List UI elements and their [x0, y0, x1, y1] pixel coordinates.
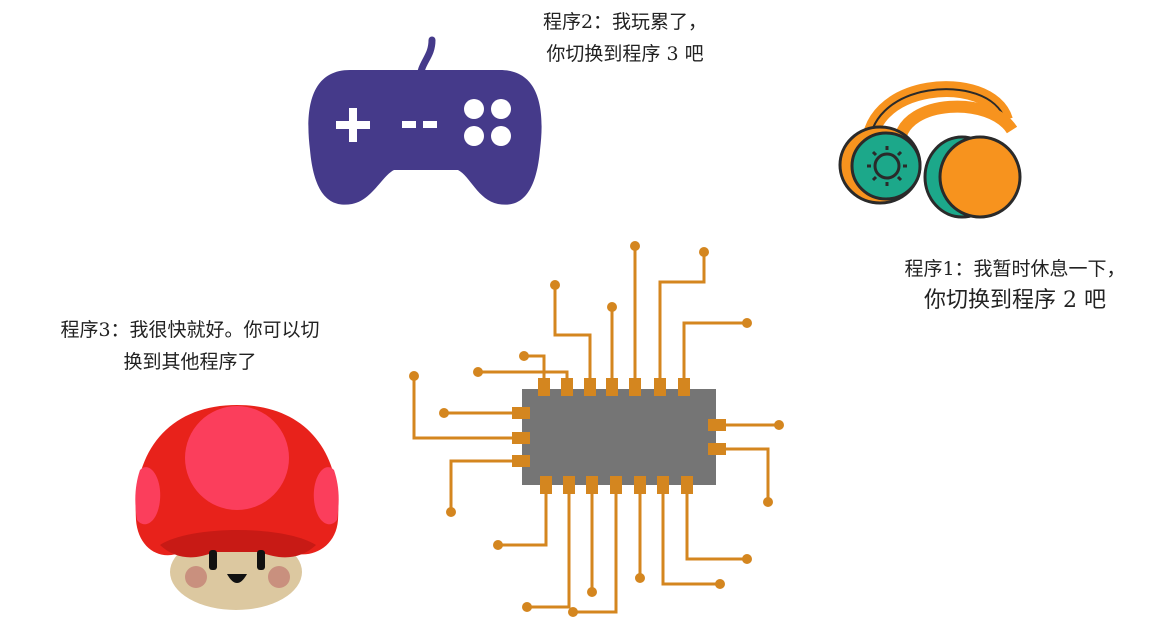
program1-line1: 程序1：我暂时休息一下，	[904, 258, 1126, 280]
program1-line2: 你切换到程序 2 吧	[924, 288, 1106, 313]
cpu-chip-icon	[412, 246, 779, 614]
gamepad-icon	[308, 36, 542, 205]
program3-line1: 程序3：我很快就好。你可以切	[60, 319, 320, 341]
program3-label: 程序3：我很快就好。你可以切 换到其他程序了	[20, 314, 360, 378]
program2-line2: 你切换到程序 3 吧	[546, 43, 704, 65]
headphones-icon	[838, 81, 1022, 219]
program2-label: 程序2：我玩累了， 你切换到程序 3 吧	[505, 6, 745, 70]
program2-line1: 程序2：我玩累了，	[542, 11, 708, 33]
mushroom-icon	[135, 405, 339, 610]
program3-line2: 换到其他程序了	[123, 351, 257, 373]
program1-label: 程序1：我暂时休息一下， 你切换到程序 2 吧	[880, 253, 1149, 317]
